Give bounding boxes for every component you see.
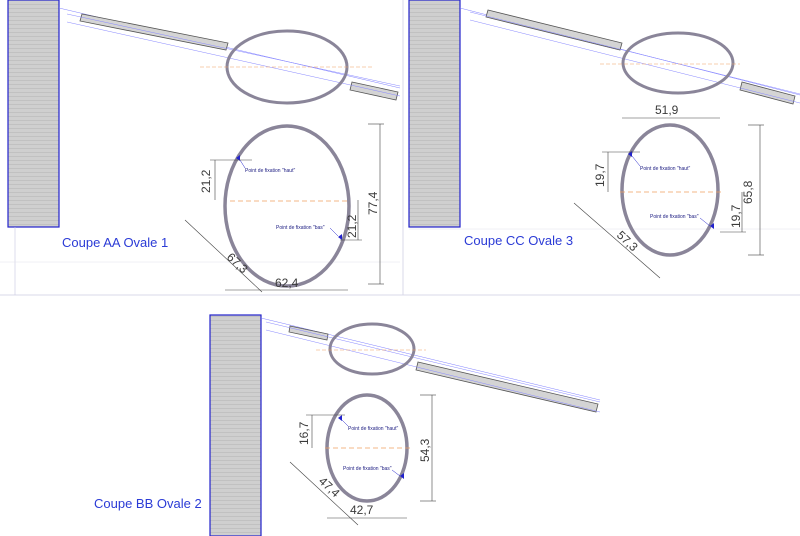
fixation-point-bottom-cc — [710, 223, 714, 229]
dim-bottom-cc: 19,7 — [729, 204, 743, 228]
panel-coupe-bb: Point de fixation "haut" Point de fixati… — [94, 314, 601, 536]
dim-diag-cc: 57,3 — [614, 228, 641, 254]
dim-diag-bb: 47,4 — [316, 474, 343, 500]
panel-coupe-cc: Point de fixation "haut" Point de fixati… — [408, 0, 800, 279]
wall-section-aa — [7, 0, 60, 228]
inclined-profile-bb — [265, 321, 601, 413]
note-bottom-bb: Point de fixation "bas" — [343, 466, 392, 472]
dim-height-aa: 77,4 — [366, 191, 380, 215]
note-top-cc: Point de fixation "haut" — [640, 166, 690, 172]
wall-section-bb — [209, 314, 262, 536]
inclined-profile-cc — [469, 9, 800, 105]
panel-coupe-aa: Point de fixation "haut" Point de fixati… — [0, 0, 401, 295]
fixation-point-bottom-bb — [400, 473, 404, 479]
dim-top-bb: 16,7 — [297, 421, 311, 445]
dim-top-cc: 19,7 — [593, 163, 607, 187]
note-top-bb: Point de fixation "haut" — [348, 426, 398, 432]
fixation-point-top-bb — [338, 415, 342, 421]
dim-width-aa: 62,4 — [275, 276, 299, 290]
fixation-point-top-aa — [236, 155, 240, 161]
dim-height-bb: 54,3 — [418, 438, 432, 462]
inclined-profile-aa — [66, 13, 401, 101]
oval-3 — [620, 123, 720, 257]
panel-title-aa: Coupe AA Ovale 1 — [62, 235, 168, 250]
oval-section-cc — [621, 31, 735, 95]
fixation-point-bottom-aa — [338, 234, 342, 240]
oval-section-bb — [328, 322, 416, 376]
dim-bottom-aa: 21,2 — [345, 214, 359, 238]
dim-width-cc: 51,9 — [655, 103, 679, 117]
dimension-lines-aa — [184, 123, 384, 293]
note-bottom-aa: Point de fixation "bas" — [276, 225, 325, 231]
dim-height-cc: 65,8 — [741, 180, 755, 204]
dimension-lines-cc — [573, 117, 764, 279]
fixation-point-top-cc — [628, 151, 632, 157]
panel-title-cc: Coupe CC Ovale 3 — [464, 233, 573, 248]
dim-top-aa: 21,2 — [199, 169, 213, 193]
dim-width-bb: 42,7 — [350, 503, 374, 517]
dimension-lines-bb — [289, 394, 436, 526]
note-top-aa: Point de fixation "haut" — [245, 168, 295, 174]
wall-section-cc — [408, 0, 461, 228]
note-bottom-cc: Point de fixation "bas" — [650, 214, 699, 220]
oval-1 — [223, 124, 351, 288]
panel-title-bb: Coupe BB Ovale 2 — [94, 496, 202, 511]
dim-diag-aa: 67,3 — [224, 250, 251, 276]
